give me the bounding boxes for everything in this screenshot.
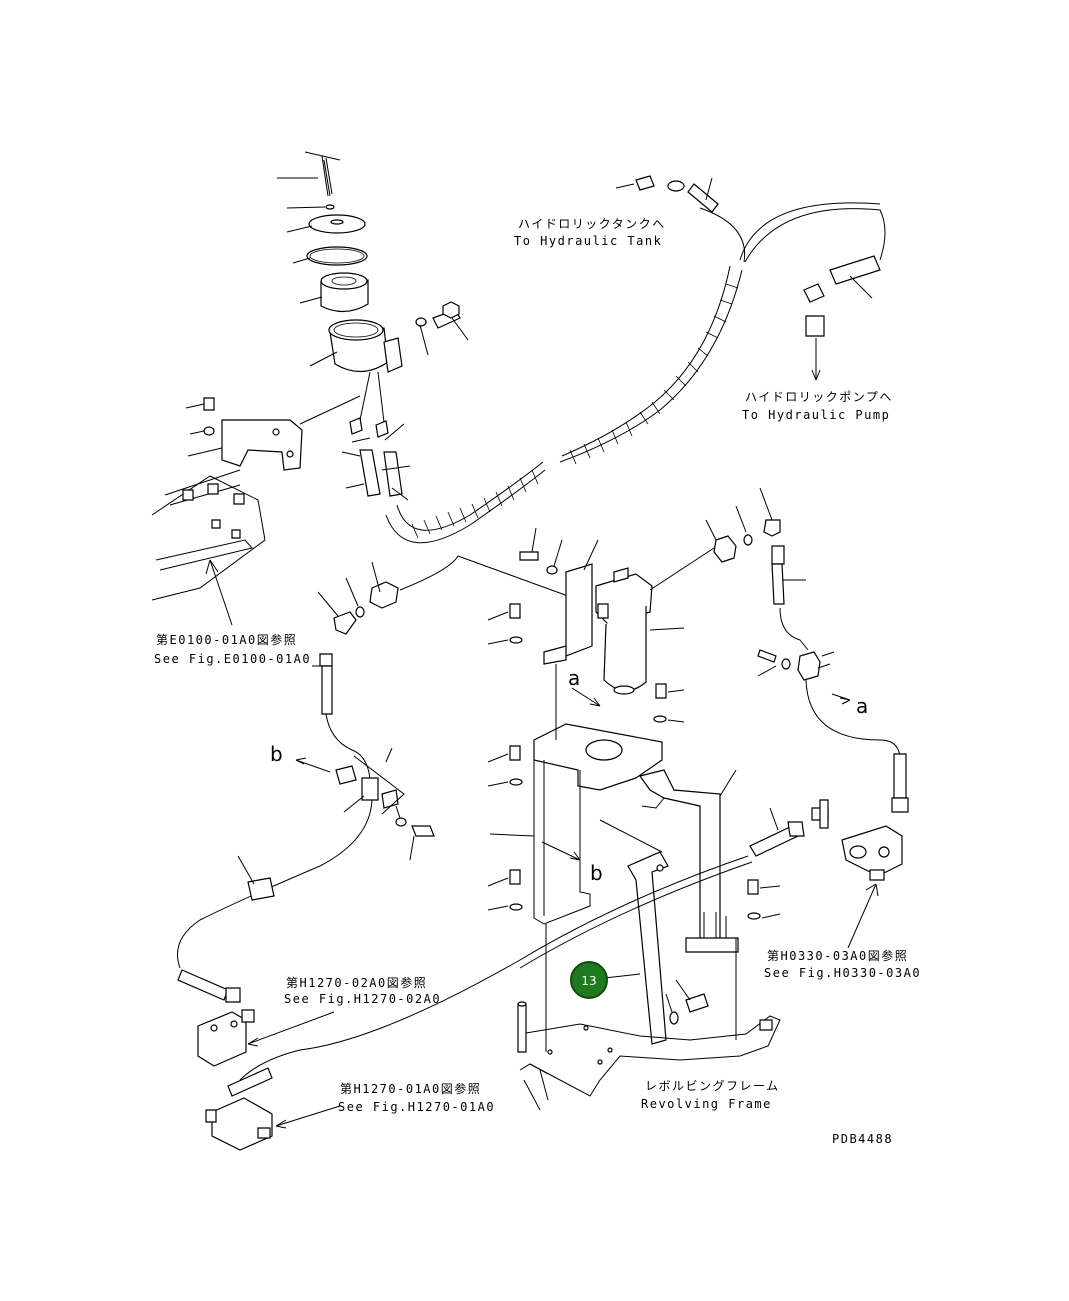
- clamp-parts: [177, 747, 435, 1003]
- filter-bracket: [185, 371, 411, 501]
- h1270-01-label-en: See Fig.H1270-01A0: [338, 1100, 495, 1114]
- view-a-marker: a: [568, 666, 580, 690]
- tank-label-jp: ハイドロリックタンクへ: [518, 217, 666, 231]
- h1270-02-label-en: See Fig.H1270-02A0: [284, 992, 441, 1006]
- h1270-02-label-jp: 第H1270-02A0図参照: [286, 975, 427, 990]
- frame-label-jp: レボルビングフレーム: [645, 1079, 780, 1093]
- e0100-label-jp: 第E0100-01A0図参照: [156, 632, 297, 647]
- revolving-frame: [517, 1001, 781, 1111]
- return-hose: [385, 175, 886, 544]
- part-callout-13[interactable]: 13: [570, 961, 608, 999]
- pump-fittings: [803, 255, 881, 381]
- view-b-marker: b: [270, 742, 283, 766]
- view-b-marker-center: b: [590, 861, 603, 885]
- pump-label-en: To Hydraulic Pump: [742, 408, 890, 422]
- bent-bracket: [239, 769, 805, 1081]
- filter-assembly: [277, 151, 469, 373]
- e0100-label-en: See Fig.E0100-01A0: [154, 652, 311, 666]
- upper-frame-section: [151, 469, 266, 626]
- view-a-marker-right: a: [856, 694, 868, 718]
- h0330-label-jp: 第H0330-03A0図参照: [767, 948, 908, 963]
- tank-label-en: To Hydraulic Tank: [514, 234, 662, 248]
- annotations: ハイドロリックタンクへ To Hydraulic Tank ハイドロリックポンプ…: [154, 217, 921, 1146]
- center-stand: [487, 527, 685, 1052]
- drawing-number: PDB4488: [832, 1132, 893, 1146]
- block-h1270-02: [197, 1009, 335, 1067]
- callout-number: 13: [581, 974, 596, 988]
- frame-label-en: Revolving Frame: [641, 1097, 772, 1111]
- h0330-label-en: See Fig.H0330-03A0: [764, 966, 921, 980]
- line-filter: [595, 487, 909, 813]
- h1270-01-label-jp: 第H1270-01A0図参照: [340, 1081, 481, 1096]
- pump-label-jp: ハイドロリックポンプへ: [745, 390, 893, 404]
- block-h1270-01: [205, 1067, 341, 1151]
- right-valve: [811, 799, 903, 949]
- left-pipe: [312, 555, 591, 781]
